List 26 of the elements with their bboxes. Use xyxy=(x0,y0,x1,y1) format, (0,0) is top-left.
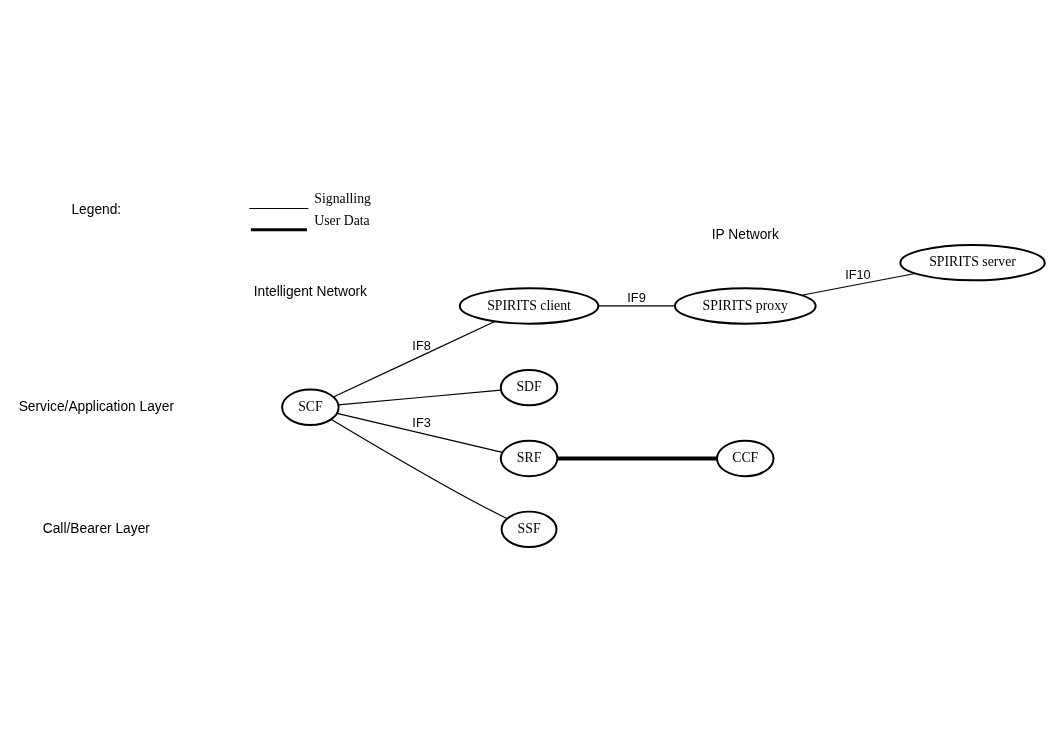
edge-label: IF10 xyxy=(845,266,871,282)
node-ellipse: SPIRITS proxy xyxy=(673,287,817,325)
connector xyxy=(332,320,496,398)
node-ellipse: SPIRITS client xyxy=(458,287,600,325)
connector xyxy=(330,418,508,520)
node-ellipse: SDF xyxy=(499,368,559,407)
edge-label: IF8 xyxy=(412,337,431,353)
edge-label: IF3 xyxy=(412,415,431,431)
label: IP Network xyxy=(711,226,779,242)
connector xyxy=(337,389,502,406)
connector xyxy=(801,272,916,296)
connector xyxy=(557,456,717,461)
node-ellipse: SCF xyxy=(281,388,340,426)
connector xyxy=(597,305,676,307)
node-ellipse: SRF xyxy=(499,439,559,478)
node-ellipse: SPIRITS server xyxy=(899,243,1046,282)
label: Service/Application Layer xyxy=(18,398,174,414)
label: Call/Bearer Layer xyxy=(42,520,150,536)
legend-label: User Data xyxy=(314,213,370,229)
label: Legend: xyxy=(71,202,122,218)
legend-label: Signalling xyxy=(314,190,371,206)
node-ellipse: SSF xyxy=(500,510,558,549)
connector xyxy=(336,412,503,453)
edge-label: IF9 xyxy=(627,290,646,306)
label: Intelligent Network xyxy=(253,283,368,299)
node-ellipse: CCF xyxy=(716,439,775,478)
